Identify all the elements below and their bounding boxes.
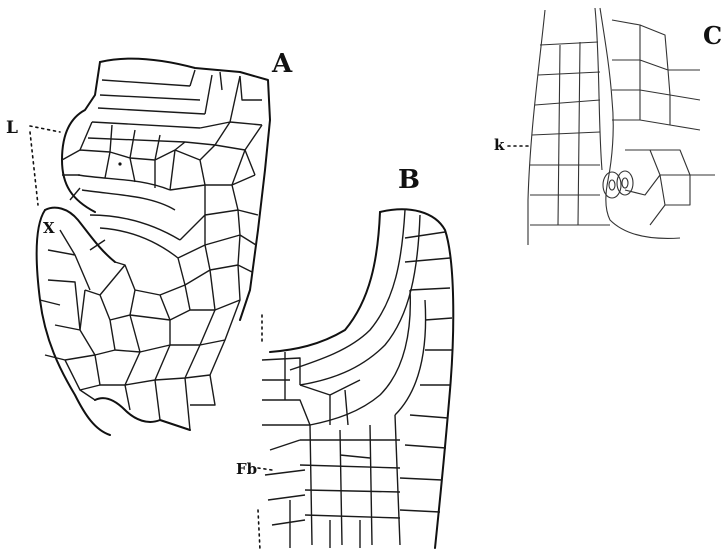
panel-b-label: B: [398, 165, 420, 195]
panel-b-tissue: [258, 209, 453, 550]
panel-c-label: C: [703, 21, 722, 50]
fb-label: Fb: [236, 460, 257, 478]
panel-c-tissue: [528, 8, 715, 245]
fb-leader-line: [258, 468, 272, 470]
panel-a-label: A: [271, 49, 293, 79]
l-label: L: [6, 118, 18, 138]
l-leader-line: [30, 126, 60, 205]
panel-a-tissue: [37, 59, 270, 435]
k-label: k: [494, 136, 505, 154]
x-label: X: [43, 219, 55, 237]
